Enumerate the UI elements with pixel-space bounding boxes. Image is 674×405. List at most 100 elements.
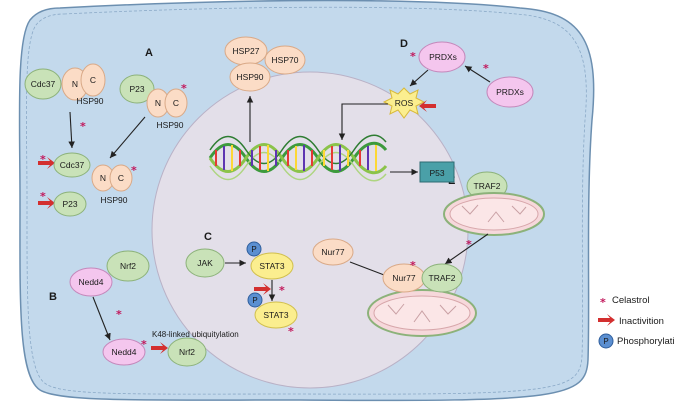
stat3-node-top [250, 252, 294, 280]
section-label-d: D [400, 38, 408, 50]
phospho-label: P [252, 296, 257, 305]
arrow-a2 [109, 116, 146, 159]
p53-box [419, 161, 455, 183]
nrf2-label-bottom: Nrf2 [179, 347, 195, 357]
celastrol-marker: * [131, 164, 137, 177]
section-label-a: A [145, 47, 153, 59]
hsp90-complex-p23: P23 N C HSP90 [119, 74, 188, 130]
n-domain-label: N [100, 173, 106, 183]
celastrol-marker: * [466, 238, 472, 251]
arrow-prdxs-to-ros [409, 69, 429, 87]
legend-inactivation-label: Inactivition [619, 316, 664, 327]
celastrol-marker: * [116, 308, 122, 321]
phospho-label: P [251, 245, 256, 254]
cdc37-inactive-label: Cdc37 [60, 160, 85, 170]
hsp90-top-node [229, 62, 271, 92]
nur77-label-top: Nur77 [321, 247, 344, 257]
stat3-label-top: STAT3 [259, 261, 284, 271]
celastrol-marker: * [288, 325, 294, 338]
section-label-c: C [204, 231, 212, 243]
nucleus [151, 71, 469, 389]
celastrol-marker: * [483, 62, 489, 75]
nedd4-node-bottom [102, 338, 146, 366]
ros-label: ROS [395, 98, 414, 108]
hsp90-c-domain [80, 63, 106, 97]
legend-celastrol-icon: * [600, 296, 606, 309]
section-label-b: B [49, 291, 57, 303]
cdc37-label: Cdc37 [31, 79, 56, 89]
ros-burst [382, 87, 426, 119]
celastrol-marker: * [141, 338, 147, 351]
arrow-mito-to-nur77-complex [444, 233, 489, 265]
traf2-label-top: TRAF2 [474, 181, 501, 191]
arrow-nedd4-down [92, 296, 111, 341]
hsp90-top-label: HSP90 [237, 72, 264, 82]
arrow-a1 [68, 111, 75, 149]
k48-ubiquitylation-label: K48-linked ubiquitylation [152, 330, 239, 339]
legend-phosphorylation-label: Phosphorylation [617, 336, 674, 347]
stat3-node-bottom [254, 301, 298, 329]
nedd4-label-top: Nedd4 [78, 277, 103, 287]
p53-label: P53 [429, 168, 444, 178]
hsp90-complex-cdc37: Cdc37 N C HSP90 [24, 63, 106, 106]
phosphorylation-marker [246, 241, 262, 257]
n-domain-label: N [155, 98, 161, 108]
nrf2-label-top: Nrf2 [120, 261, 136, 271]
n-domain-label: N [72, 79, 78, 89]
traf2-node-mito [421, 263, 463, 293]
prdxs-node-right [486, 76, 534, 108]
hsp70-label: HSP70 [272, 55, 299, 65]
p23-label: P23 [129, 84, 144, 94]
celastrol-marker: * [410, 259, 416, 272]
celastrol-marker: * [279, 284, 285, 297]
legend-phosphorylation-icon [598, 333, 614, 349]
nur77-label-mito: Nur77 [392, 273, 415, 283]
nur77-node-top [312, 238, 354, 266]
stat3-label-bottom: STAT3 [263, 310, 288, 320]
prdxs-label-top: PRDXs [429, 52, 457, 62]
cdc37-node [24, 68, 62, 100]
legend-phospho-symbol: P [603, 337, 608, 346]
nrf2-node-top [106, 250, 150, 282]
celastrol-marker: * [80, 120, 86, 133]
celastrol-marker: * [40, 153, 46, 166]
celastrol-marker: * [181, 82, 187, 95]
legend: * Celastrol Inactivition P Phosphorylati… [598, 295, 674, 349]
prdxs-node-top [418, 41, 466, 73]
cdc37-inactive-node [53, 152, 91, 178]
arrow-ros-to-dna [338, 103, 388, 140]
hsp90-label: HSP90 [157, 120, 184, 130]
p23-node [119, 74, 155, 104]
hsp27-label: HSP27 [233, 46, 260, 56]
c-domain-label: C [173, 98, 179, 108]
hsp70-node [264, 45, 306, 75]
p23-inactive-node [53, 191, 87, 217]
c-domain-label: C [90, 75, 96, 85]
phosphorylation-marker [247, 292, 263, 308]
legend-inactivation-icon [598, 314, 615, 326]
mitochondrion-bottom [367, 289, 477, 337]
legend-celastrol-label: Celastrol [612, 295, 650, 306]
celastrol-marker: * [410, 50, 416, 63]
jak-node [185, 248, 225, 278]
jak-label: JAK [197, 258, 213, 268]
mitochondrion-top [443, 192, 545, 236]
celastrol-marker: * [40, 190, 46, 203]
c-domain-label: C [118, 173, 124, 183]
nedd4-label-bottom: Nedd4 [111, 347, 136, 357]
hsp90-label: HSP90 [101, 195, 128, 205]
heat-shock-protein-cluster: HSP27 HSP70 HSP90 [224, 36, 306, 92]
hsp90-inactive: N C HSP90 [91, 164, 133, 205]
nedd4-node-top [69, 267, 113, 297]
arrow-prdxs-right [464, 65, 491, 83]
prdxs-label-right: PRDXs [496, 87, 524, 97]
hsp90-c-domain [109, 164, 133, 192]
nrf2-node-bottom [167, 337, 207, 367]
traf2-label-mito: TRAF2 [429, 273, 456, 283]
hsp90-c-domain [164, 88, 188, 118]
p23-inactive-label: P23 [62, 199, 77, 209]
cell-inner-membrane [26, 6, 587, 395]
dna-helix [208, 134, 388, 182]
